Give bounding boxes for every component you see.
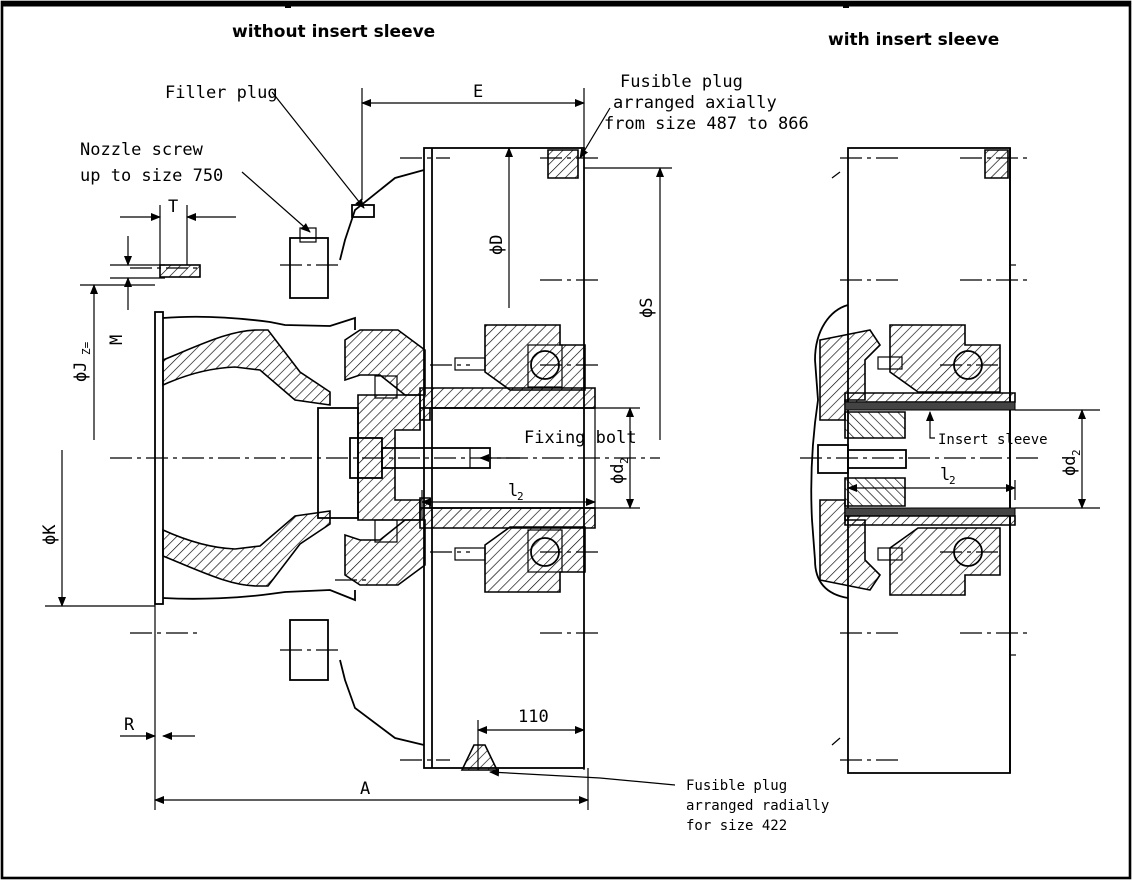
dim-S: ϕS [637, 298, 657, 318]
dim-Jz: ϕJ [71, 362, 91, 382]
dim-K: ϕK [40, 524, 60, 545]
header-with-sleeve: with insert sleeve [828, 30, 999, 50]
dim-l2-right-sub: 2 [949, 474, 956, 487]
label-fixing-bolt: Fixing bolt [524, 428, 637, 448]
dim-E: E [473, 82, 483, 102]
dim-d2-sub: 2 [618, 457, 631, 464]
dim-l2-sub: 2 [517, 490, 524, 503]
dim-Jz-sub: Z= [80, 341, 93, 355]
dim-d2-right: ϕd [1060, 456, 1080, 476]
label-fusible-axial-1: Fusible plug [620, 72, 743, 92]
dim-l2: l [508, 481, 518, 501]
dim-T: T [168, 197, 178, 217]
label-nozzle-1: Nozzle screw [80, 140, 204, 160]
dim-D: ϕD [487, 235, 507, 255]
dim-M: M [107, 335, 127, 345]
label-fusible-radial-2: arranged radially [686, 798, 829, 814]
label-fusible-radial-1: Fusible plug [686, 778, 787, 794]
header-without-sleeve: without insert sleeve [232, 22, 435, 42]
dim-110: 110 [518, 707, 549, 727]
label-nozzle-2: up to size 750 [80, 166, 223, 186]
dim-d2-right-sub: 2 [1070, 449, 1083, 456]
label-insert-sleeve: Insert sleeve [938, 432, 1048, 448]
dim-d2: ϕd [608, 464, 628, 484]
label-fusible-axial-3: from size 487 to 866 [604, 114, 809, 134]
dim-l2-right: l [940, 465, 950, 485]
right-view: Insert sleeve ϕd 2 l 2 [800, 147, 1100, 774]
label-filler-plug: Filler plug [165, 83, 278, 103]
dim-A: A [360, 779, 370, 799]
label-fusible-axial-2: arranged axially [613, 93, 777, 113]
dim-R: R [124, 715, 135, 735]
left-view: Filler plug Fusible plug arranged axiall… [40, 72, 829, 834]
label-fusible-radial-3: for size 422 [686, 818, 787, 834]
